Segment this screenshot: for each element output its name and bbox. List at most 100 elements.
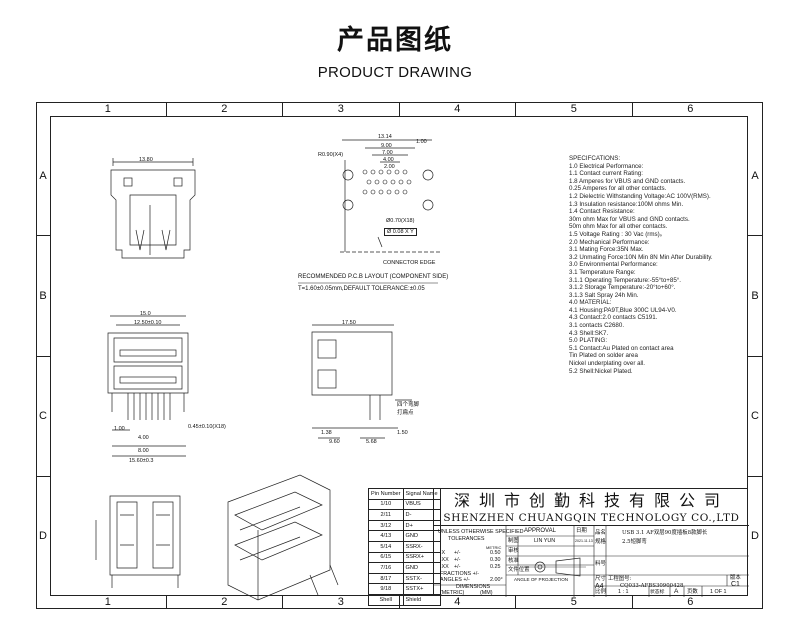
row-marker: C xyxy=(748,357,762,477)
pin-number: 3/12 xyxy=(368,519,404,532)
spec-line: 3.1.1 Operating Temperature:-55°to+85°. xyxy=(569,276,681,284)
signal-name: Shield xyxy=(402,593,441,606)
pin-number: Shell xyxy=(368,593,404,606)
pin-number: 8/17 xyxy=(368,572,404,585)
dim-pcb-9: 9.00 xyxy=(381,143,392,149)
top-view xyxy=(110,158,196,259)
spec-line: 50m ohm Max for all other contacts. xyxy=(569,223,668,231)
drawing-title-cn: 产品图纸 xyxy=(337,25,453,56)
row-marker: A xyxy=(748,116,762,237)
material-no-label: 料号 xyxy=(595,561,606,567)
size-label: 尺寸 xyxy=(595,576,606,582)
row-marker: D xyxy=(39,530,47,543)
column-marker: 4 xyxy=(400,595,516,609)
drawing-no-label: 工程图号: xyxy=(608,576,632,582)
company-name-en: SHENZHEN CHUANGQIN TECHNOLOGY CO.,LTD xyxy=(434,510,749,526)
metric-paren-label: (METRIC) xyxy=(440,590,465,596)
signal-name-header: Signal Name xyxy=(402,488,441,500)
tol-row-2-sign: +/- xyxy=(454,557,461,563)
dim-top-width: 13.80 xyxy=(139,157,153,163)
tol-row-3-value: 0.25 xyxy=(490,564,501,570)
side-note-cn-2: 打扁点 xyxy=(397,410,414,416)
tol-row-1-label: .X xyxy=(440,550,446,556)
dim-pcb-4: 4.00 xyxy=(383,157,394,163)
title-block-grid xyxy=(434,526,749,597)
tol-row-3-sign: +/- xyxy=(454,564,461,570)
spec-line: 1.3 Insulation resistance:100M ohms Min. xyxy=(569,200,684,208)
company-name-cn: 深圳市创勤科技有限公司 xyxy=(453,491,729,510)
spec-line: 1.0 Electrical Performance: xyxy=(569,162,644,170)
sheet-label: 页数 xyxy=(687,589,698,595)
column-markers-top: 1 2 3 4 5 6 xyxy=(50,102,748,116)
title-block: 深圳市创勤科技有限公司 SHENZHEN CHUANGQIN TECHNOLOG… xyxy=(433,488,749,597)
sheet-value: 1 OF 1 xyxy=(710,589,727,595)
connector-edge-label: CONNECTOR EDGE xyxy=(383,260,436,266)
spec-line: 2.0 Mechanical Performance: xyxy=(569,238,650,246)
column-marker: 1 xyxy=(50,595,167,609)
row-markers-right: A B C D xyxy=(748,116,762,596)
dim-pcb-1: 1.00 xyxy=(416,139,427,145)
spec-line: 3.0 Environmental Performance: xyxy=(569,261,658,269)
side-view xyxy=(311,324,412,439)
dim-front-15: 15.0 xyxy=(140,311,151,317)
spec-line: 3.1.2 Storage Temperature:-20°to+60°. xyxy=(569,284,676,292)
pin-number-header: Pin Number xyxy=(368,488,404,500)
dim-hole: Ø0.70(X18) xyxy=(386,218,415,224)
row-marker: C xyxy=(36,357,50,477)
revision-value: C1 xyxy=(731,581,740,588)
spec-line: 1.8 Amperes for VBUS and GND contacts. xyxy=(569,177,686,185)
fractions-label: FRACTIONS +/- xyxy=(440,571,480,577)
pin-table-header: Pin Number Signal Name xyxy=(368,488,441,500)
pin-number: 6/15 xyxy=(368,551,404,564)
spec-line: Tin Plated on solder area xyxy=(569,352,638,360)
spec-line: 4.0 MATERIAL: xyxy=(569,299,612,307)
isometric-view xyxy=(227,474,339,601)
spec-line: 3.1 Temperature Range: xyxy=(569,268,636,276)
name-label: 品名 xyxy=(595,530,606,536)
verify-label: 核准 xyxy=(508,558,519,564)
status-label: 状态标 xyxy=(650,590,665,595)
row-marker: B xyxy=(748,236,762,357)
tol-row-2-value: 0.30 xyxy=(490,557,501,563)
column-marker: 1 xyxy=(50,102,167,116)
spec-line: 3.2 Unmating Force:10N Min 8N Min After … xyxy=(569,253,713,261)
tol-row-1-value: 0.50 xyxy=(490,550,501,556)
dim-side-17-5: 17.50 xyxy=(342,320,356,326)
dim-front-100: 1.00 xyxy=(114,426,125,432)
side-note-cn-1: 四个弯脚 xyxy=(397,402,420,408)
drawn-date: 2021.11.13 xyxy=(575,539,593,543)
column-marker: 4 xyxy=(400,102,516,116)
tol-row-2-label: .XX xyxy=(440,557,449,563)
dim-front-15-60: 15.60±0.3 xyxy=(129,458,154,464)
tol-row-1-sign: +/- xyxy=(454,550,461,556)
row-marker: B xyxy=(36,236,50,357)
dim-pcb-7: 7.00 xyxy=(382,150,393,156)
dim-pcb-r: R0.90(X4) xyxy=(318,152,344,158)
spec-line: 4.1 Housing:PA9T,Blue 300C UL94-V0. xyxy=(569,306,677,314)
row-markers-left: A B C D xyxy=(36,116,50,596)
pcb-layout-note: RECOMMENDED P.C.B LAYOUT (COMPONENT SIDE… xyxy=(298,274,449,280)
spec-line: 0.25 Amperes for all other contacts. xyxy=(569,185,667,193)
dim-side-1-50: 1.50 xyxy=(397,430,408,436)
dim-side-9-60: 9.60 xyxy=(329,439,340,445)
row-marker: D xyxy=(751,530,759,543)
scale-value: 1 : 1 xyxy=(618,589,629,595)
specifications-block: SPECIFCATIONS: 1.0 Electrical Performanc… xyxy=(569,155,749,375)
dim-pcb-2: 2.00 xyxy=(384,164,395,170)
spec-line: SPECIFCATIONS: xyxy=(569,155,621,162)
spec-line: 4.3 Shell:SK7. xyxy=(569,329,609,337)
pcb-layout xyxy=(298,139,440,284)
dim-side-5-68: 5.68 xyxy=(366,439,377,445)
angles-value: 2.00° xyxy=(490,577,503,583)
date-label: 日期 xyxy=(576,528,587,534)
column-marker: 2 xyxy=(167,595,283,609)
product-name: USB 3.1 AF双层90度插板8款脚长 xyxy=(622,530,708,536)
